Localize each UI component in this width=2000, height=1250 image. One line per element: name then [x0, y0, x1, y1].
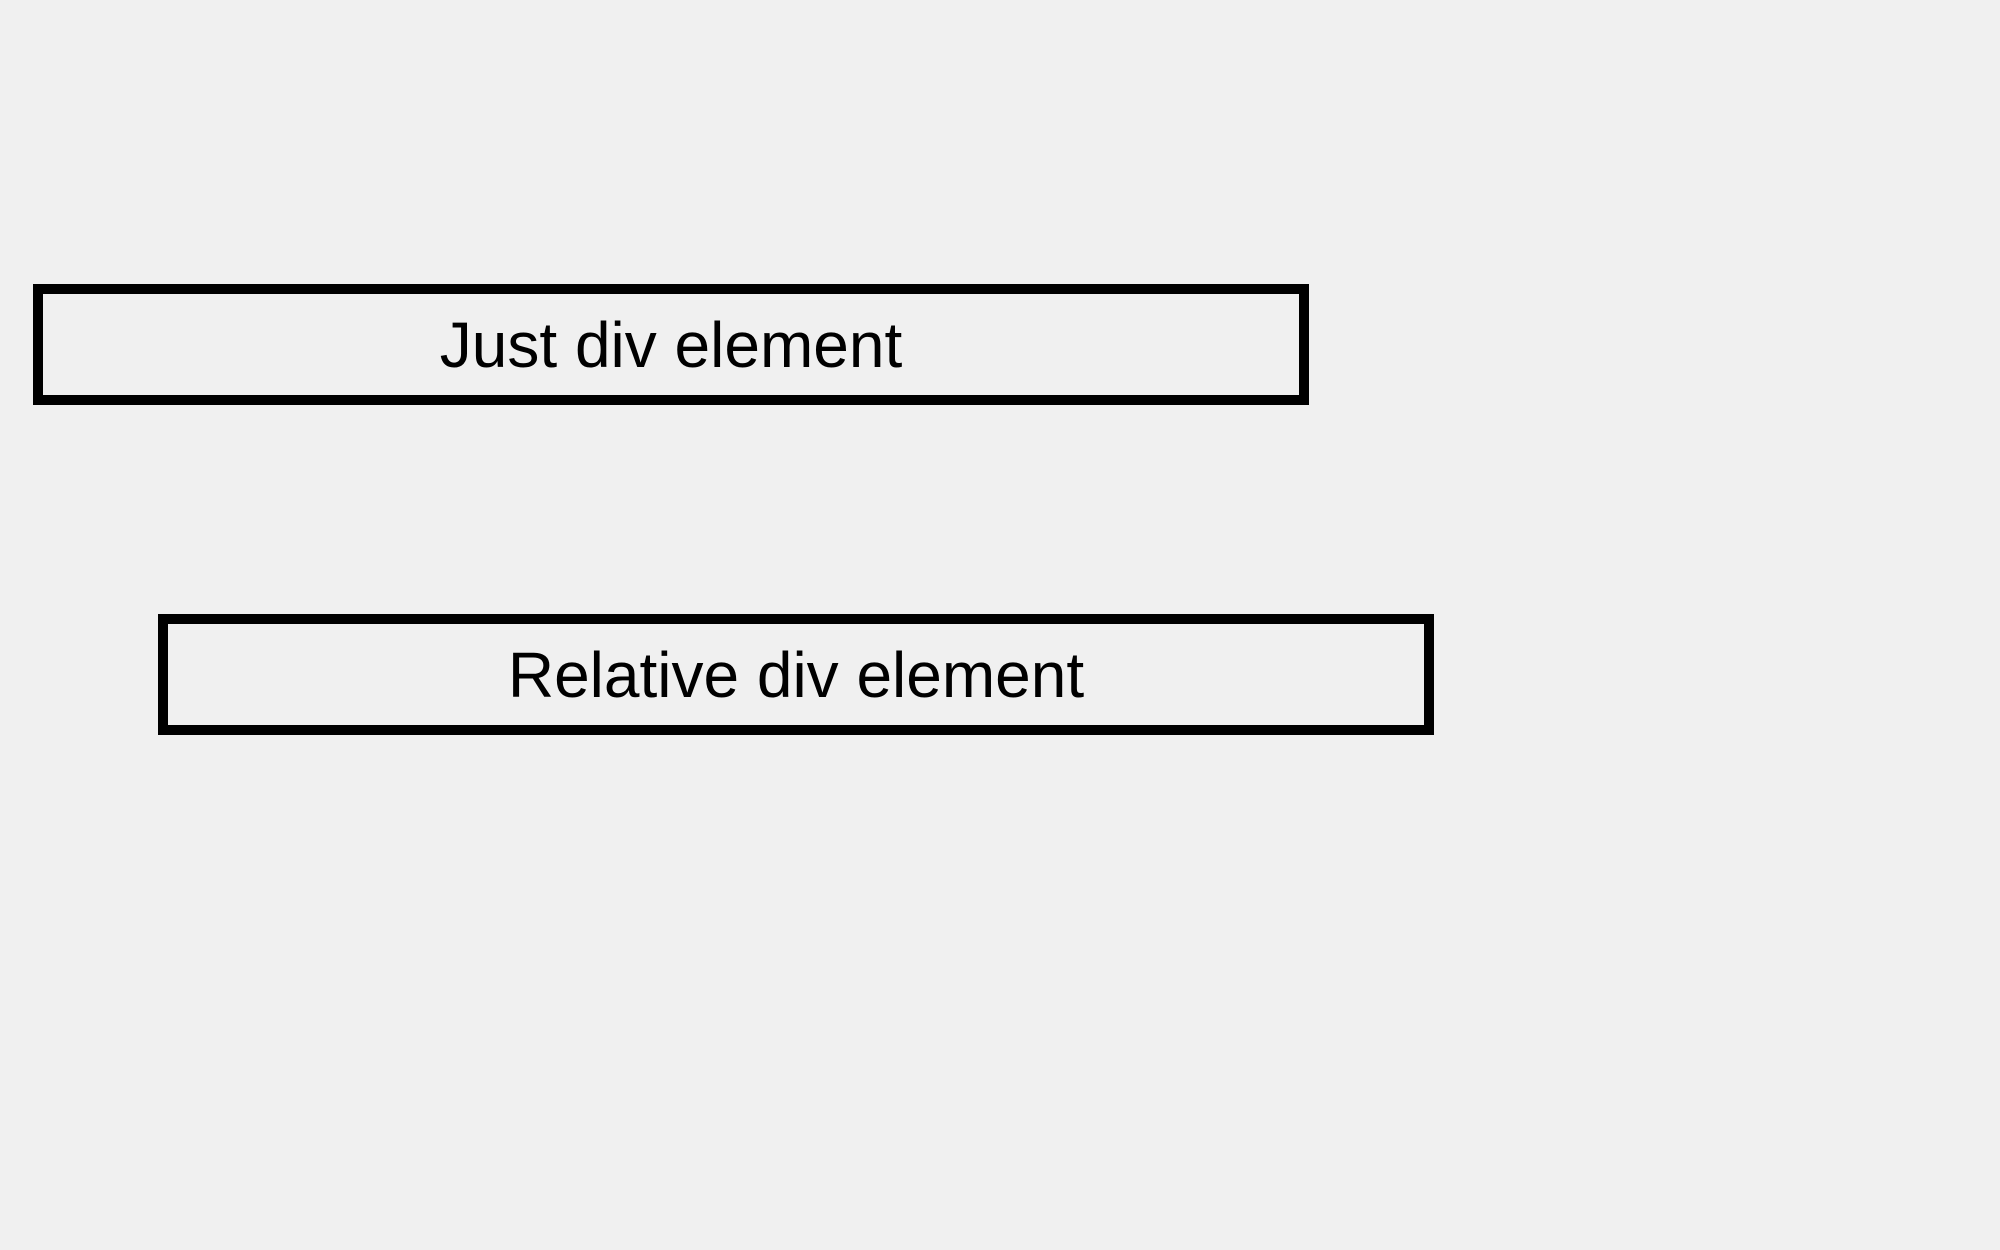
relative-div-box: Relative div element: [158, 614, 1434, 735]
relative-div-label: Relative div element: [507, 638, 1085, 711]
plain-div-label: Just div element: [439, 308, 903, 381]
plain-div-box: Just div element: [33, 284, 1309, 405]
